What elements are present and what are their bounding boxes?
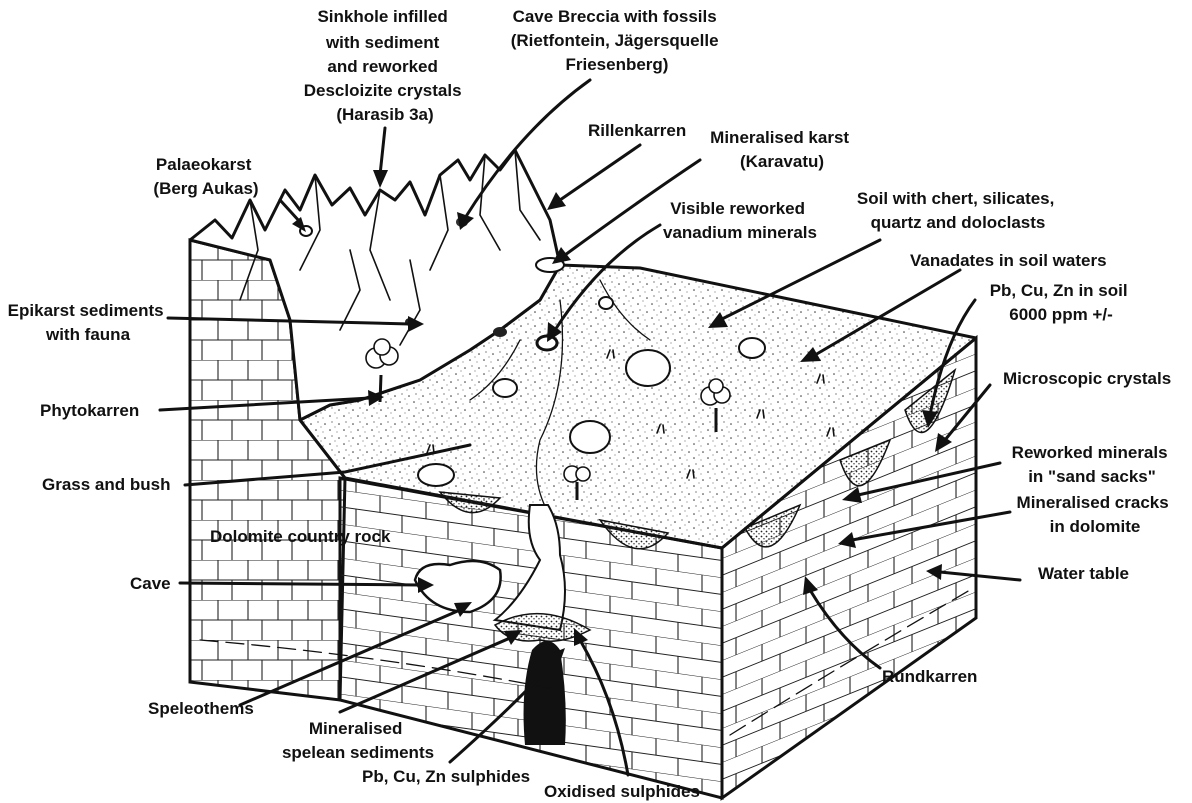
- label-mineralised-cracks: Mineralised cracks in dolomite: [1017, 493, 1174, 536]
- label-phytokarren: Phytokarren: [40, 401, 139, 420]
- mineral-spot: [493, 327, 507, 337]
- doloclast: [599, 297, 613, 309]
- label-dolomite-rock: Dolomite country rock: [210, 527, 391, 546]
- label-visible-reworked: Visible reworked vanadium minerals: [663, 199, 817, 242]
- label-soil-chert: Soil with chert, silicates, quartz and d…: [857, 189, 1059, 232]
- label-water-table: Water table: [1038, 564, 1129, 583]
- label-rundkarren: Rundkarren: [882, 667, 977, 686]
- label-pbcuzn-soil: Pb, Cu, Zn in soil 6000 ppm +/-: [990, 281, 1133, 324]
- doloclast: [570, 421, 610, 453]
- label-pbcuzn-sulphides: Pb, Cu, Zn sulphides: [362, 767, 530, 786]
- label-rillenkarren: Rillenkarren: [588, 121, 686, 140]
- label-oxidised: Oxidised sulphides: [544, 782, 700, 801]
- label-cave: Cave: [130, 574, 171, 593]
- label-mineralised-karst: Mineralised karst (Karavatu): [710, 128, 854, 171]
- label-reworked-sand: Reworked minerals in "sand sacks": [1012, 443, 1173, 486]
- label-microscopic: Microscopic crystals: [1003, 369, 1171, 388]
- label-speleothems: Speleothems: [148, 699, 254, 718]
- label-palaeokarst: Palaeokarst (Berg Aukas): [153, 155, 258, 198]
- label-epikarst: Epikarst sediments with fauna: [8, 301, 169, 344]
- doloclast: [418, 464, 454, 486]
- doloclast: [739, 338, 765, 358]
- label-grass: Grass and bush: [42, 475, 170, 494]
- label-vanadates: Vanadates in soil waters: [910, 251, 1107, 270]
- doloclast: [626, 350, 670, 386]
- label-sinkhole: Sinkhole infilled with sediment and rewo…: [304, 7, 467, 124]
- label-spelean: Mineralised spelean sediments: [282, 719, 434, 762]
- doloclast: [493, 379, 517, 397]
- vanadium-crystal: [537, 336, 557, 350]
- label-cave-breccia: Cave Breccia with fossils (Rietfontein, …: [511, 7, 724, 74]
